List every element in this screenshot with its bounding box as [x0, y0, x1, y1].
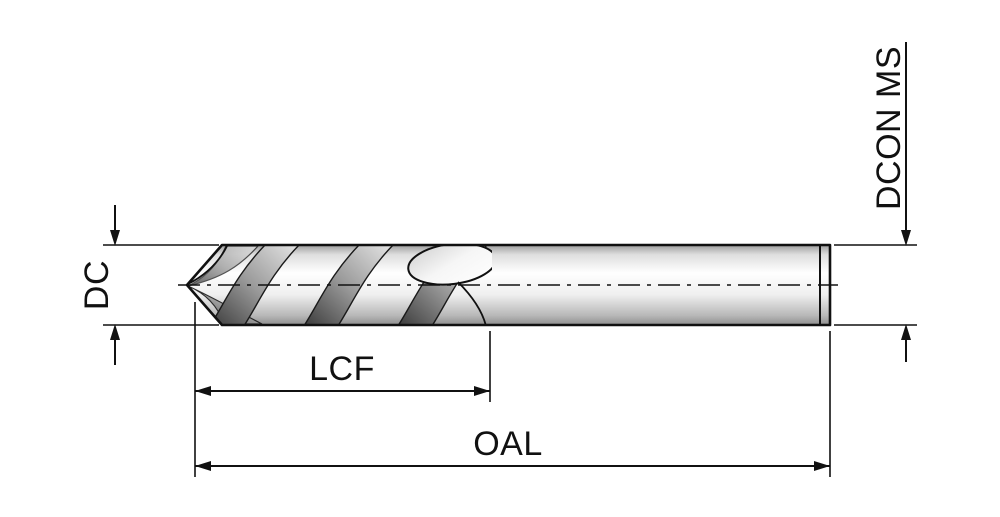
flute-runout	[407, 245, 492, 286]
dc-dimension: DC	[78, 205, 219, 365]
lcf-arrow-right	[474, 386, 490, 396]
flute-band	[204, 245, 304, 325]
dc-arrow-bottom-head	[110, 324, 120, 340]
flute-band	[298, 245, 398, 325]
dcon-dimension: DCON MS	[834, 42, 917, 362]
dcon-label: DCON MS	[870, 46, 908, 210]
lcf-arrow-left	[195, 386, 211, 396]
dcon-arrow-bottom-head	[901, 324, 911, 340]
dc-label: DC	[78, 260, 116, 310]
oal-dimension: OAL	[194, 302, 831, 477]
lcf-dimension: LCF	[195, 331, 491, 402]
drill-bit	[178, 243, 838, 327]
dcon-arrow-top-head	[901, 230, 911, 246]
oal-arrow-left	[195, 461, 211, 471]
oal-label: OAL	[473, 425, 543, 463]
oal-arrow-right	[814, 461, 830, 471]
dc-arrow-top-head	[110, 230, 120, 246]
lcf-label: LCF	[309, 350, 375, 388]
cutting-lip-line	[187, 245, 228, 285]
